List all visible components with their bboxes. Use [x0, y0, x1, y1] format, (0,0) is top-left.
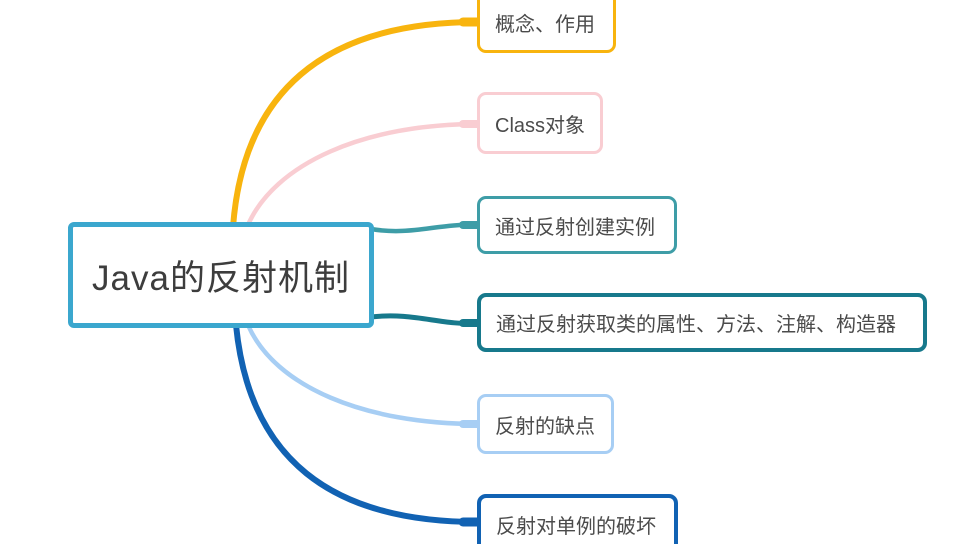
- branch-node-class-object[interactable]: Class对象: [477, 92, 603, 154]
- branch-node-singleton-break[interactable]: 反射对单例的破坏: [477, 494, 678, 544]
- branch-curve-6: [233, 322, 481, 525]
- branch-node-label: Class对象: [495, 114, 586, 137]
- branch-node-concept[interactable]: 概念、作用: [477, 0, 616, 53]
- branch-node-label: 反射对单例的破坏: [496, 515, 656, 538]
- branch-curve-1: [230, 19, 481, 230]
- branch-node-label: 通过反射获取类的属性、方法、注解、构造器: [496, 314, 896, 336]
- branch-node-create-instance[interactable]: 通过反射创建实例: [477, 196, 677, 254]
- root-node-label: Java的反射机制: [92, 258, 350, 298]
- branch-node-label: 通过反射创建实例: [495, 216, 655, 239]
- branch-node-label: 反射的缺点: [495, 415, 595, 438]
- root-node[interactable]: Java的反射机制: [68, 222, 374, 328]
- branch-node-get-members[interactable]: 通过反射获取类的属性、方法、注解、构造器: [477, 293, 927, 352]
- branch-node-label: 概念、作用: [495, 13, 595, 36]
- branch-node-drawbacks[interactable]: 反射的缺点: [477, 394, 614, 454]
- branch-curve-5: [245, 322, 481, 427]
- branch-curve-2: [244, 121, 481, 230]
